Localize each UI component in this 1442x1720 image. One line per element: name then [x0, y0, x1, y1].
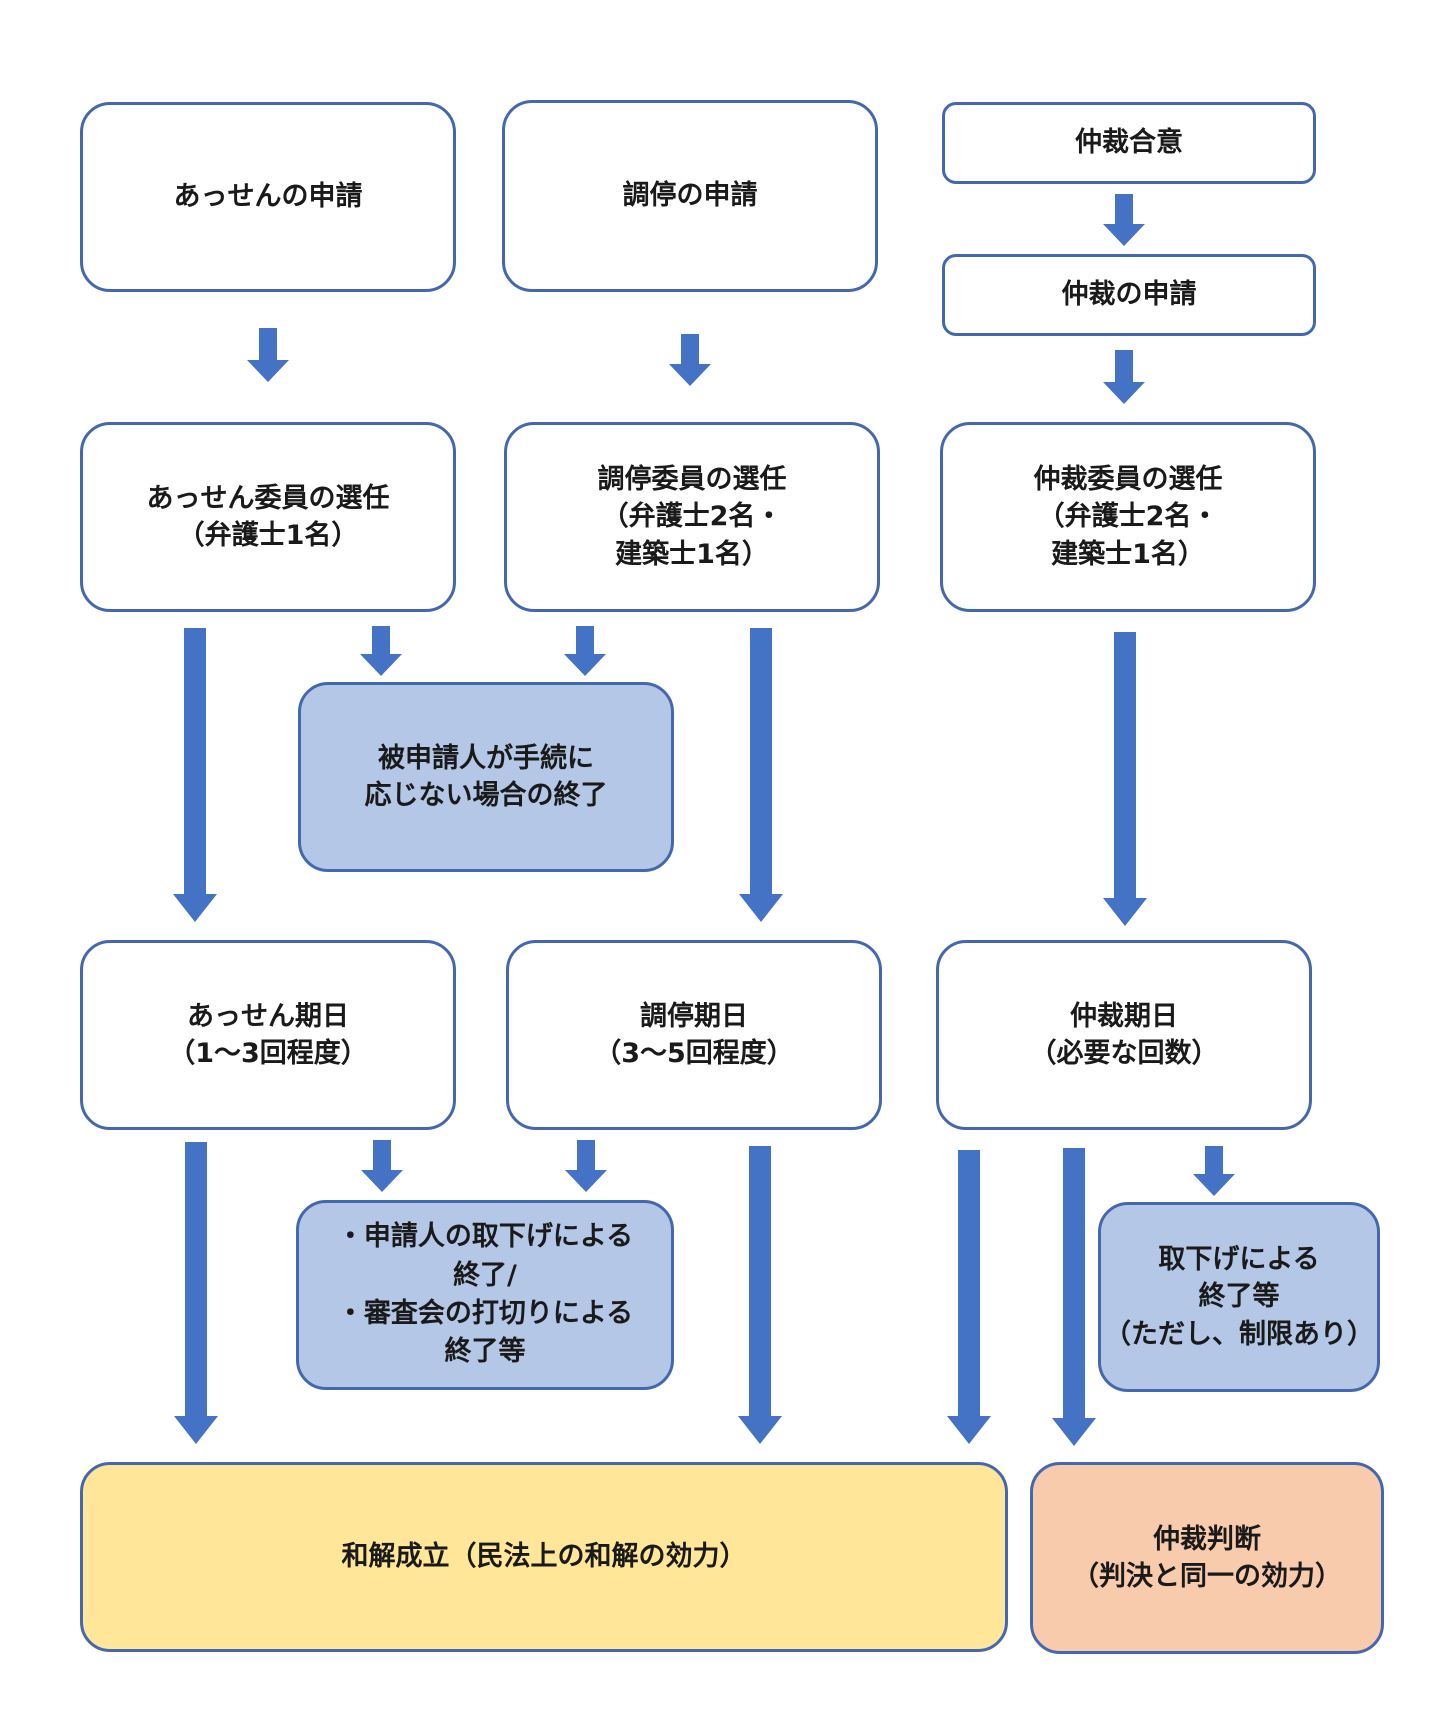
- chusai-selection-line-3: 建築士1名）: [1051, 538, 1205, 570]
- chotei-selection-line-2: （弁護士2名・: [601, 501, 783, 533]
- chotei-application-label: 調停の申請: [622, 180, 758, 212]
- chotei-selection-line-3: 建築士1名）: [615, 538, 769, 570]
- chusai-agreement-label: 仲裁合意: [1075, 127, 1183, 159]
- chusai-hearing-box: 仲裁期日 （必要な回数）: [936, 940, 1312, 1130]
- arrow-chotei-select-to-hearing: [739, 628, 783, 922]
- arrow-chusai-hearing-to-termination: [1193, 1146, 1235, 1196]
- chusai-application-label: 仲裁の申請: [1061, 279, 1197, 311]
- termination-arbitration-box: 取下げによる 終了等 （ただし、制限あり）: [1098, 1202, 1380, 1392]
- termination-no-response-line-1: 被申請人が手続に: [378, 742, 594, 774]
- arbitral-award-box: 仲裁判断 （判決と同一の効力）: [1030, 1462, 1384, 1654]
- chusai-selection-line-1: 仲裁委員の選任: [1033, 464, 1223, 496]
- assen-selection-line-1: あっせん委員の選任: [146, 482, 390, 514]
- termination-arbitration-line-1: 取下げによる: [1158, 1244, 1320, 1276]
- chusai-hearing-line-2: （必要な回数）: [1029, 1038, 1219, 1069]
- assen-hearing-line-2: （1～3回程度）: [168, 1038, 368, 1069]
- assen-application-box: あっせんの申請: [80, 102, 456, 292]
- termination-arbitration-line-3: （ただし、制限あり）: [1104, 1318, 1374, 1350]
- settlement-box: 和解成立（民法上の和解の効力）: [80, 1462, 1008, 1652]
- arrow-chotei-select-to-termination: [564, 626, 606, 676]
- chusai-application-box: 仲裁の申請: [942, 254, 1316, 336]
- termination-no-response-line-2: 応じない場合の終了: [364, 780, 608, 811]
- chusai-agreement-box: 仲裁合意: [942, 102, 1316, 184]
- chotei-hearing-box: 調停期日 （3～5回程度）: [506, 940, 882, 1130]
- chotei-hearing-line-2: （3～5回程度）: [594, 1038, 794, 1069]
- arrow-chotei-hearing-to-termination: [565, 1140, 607, 1192]
- arrow-assen-hearing-to-settlement: [174, 1142, 218, 1444]
- chusai-selection-line-2: （弁護士2名・: [1037, 501, 1219, 533]
- arrow-assen-hearing-to-termination: [361, 1140, 403, 1192]
- arrow-chusai-hearing-to-award: [1052, 1148, 1096, 1446]
- arbitral-award-line-1: 仲裁判断: [1153, 1523, 1261, 1555]
- assen-selection-line-2: （弁護士1名）: [177, 520, 359, 551]
- termination-withdrawal-line-3: ・審査会の打切りによる: [336, 1298, 634, 1329]
- chotei-application-box: 調停の申請: [502, 100, 878, 292]
- arrow-chotei-apply-to-select: [669, 334, 711, 386]
- arrow-chusai-hearing-to-settlement: [947, 1150, 991, 1444]
- chusai-hearing-line-1: 仲裁期日: [1070, 1000, 1178, 1032]
- assen-hearing-box: あっせん期日 （1～3回程度）: [80, 940, 456, 1130]
- termination-withdrawal-line-2: 終了/: [453, 1259, 517, 1291]
- assen-hearing-line-1: あっせん期日: [187, 1000, 349, 1032]
- termination-withdrawal-line-4: 終了等: [444, 1336, 526, 1368]
- settlement-label: 和解成立（民法上の和解の効力）: [341, 1541, 747, 1573]
- arrow-chusai-apply-to-select: [1103, 350, 1145, 404]
- arrow-chusai-select-to-hearing: [1103, 632, 1147, 926]
- termination-arbitration-line-2: 終了等: [1198, 1281, 1280, 1313]
- termination-withdrawal-box: ・申請人の取下げによる 終了/ ・審査会の打切りによる 終了等: [296, 1200, 674, 1390]
- arrow-assen-select-to-hearing: [173, 628, 217, 922]
- termination-no-response-box: 被申請人が手続に 応じない場合の終了: [298, 682, 674, 872]
- assen-committee-selection-box: あっせん委員の選任 （弁護士1名）: [80, 422, 456, 612]
- chotei-committee-selection-box: 調停委員の選任 （弁護士2名・ 建築士1名）: [504, 422, 880, 612]
- assen-application-label: あっせんの申請: [173, 181, 363, 213]
- chotei-selection-line-1: 調停委員の選任: [597, 464, 787, 496]
- arrow-assen-select-to-termination: [360, 626, 402, 676]
- chusai-committee-selection-box: 仲裁委員の選任 （弁護士2名・ 建築士1名）: [940, 422, 1316, 612]
- arrow-chotei-hearing-to-settlement: [738, 1146, 782, 1444]
- chotei-hearing-line-1: 調停期日: [640, 1000, 748, 1032]
- termination-withdrawal-line-1: ・申請人の取下げによる: [336, 1221, 634, 1253]
- arrow-chusai-agreement-to-apply: [1103, 194, 1145, 246]
- arrow-assen-apply-to-select: [247, 328, 289, 382]
- arbitral-award-line-2: （判決と同一の効力）: [1072, 1561, 1342, 1592]
